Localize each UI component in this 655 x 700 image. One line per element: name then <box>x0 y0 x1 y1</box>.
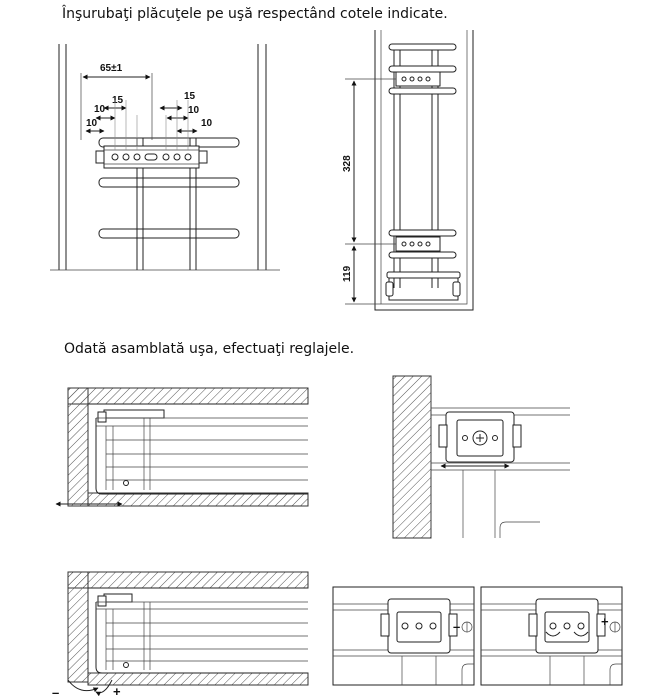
figure-cabinet-heights: 328 119 <box>342 30 474 311</box>
instruction-screw-plates: Înşurubaţi plăcuţele pe uşă respectând c… <box>62 6 448 22</box>
dim-height-119: 119 <box>342 265 353 282</box>
figure-plate-detail <box>392 375 570 539</box>
figure-plate-spacing: 65±1 15 15 10 10 10 10 <box>50 44 280 271</box>
screw-minus-sign: – <box>453 619 460 634</box>
instruction-adjustments: Odată asamblată uşa, efectuaţi reglajele… <box>64 341 355 357</box>
figure-screw-minus: – <box>332 586 475 686</box>
figure-height-adjust: – + <box>52 571 309 700</box>
dim-left-10-lower: 10 <box>86 118 98 129</box>
figure-screw-plus: + <box>480 586 623 686</box>
dim-right-10-upper: 10 <box>188 105 200 116</box>
dim-width-label: 65±1 <box>100 63 123 74</box>
dim-height-328: 328 <box>342 155 353 172</box>
figure-depth-adjust <box>55 387 309 507</box>
dim-left-15: 15 <box>112 95 124 106</box>
height-minus-sign: – <box>52 685 59 700</box>
screw-plus-sign: + <box>601 614 609 629</box>
dim-right-10-lower: 10 <box>201 118 213 129</box>
height-plus-sign: + <box>113 684 121 699</box>
dim-right-15: 15 <box>184 91 196 102</box>
dim-left-10-upper: 10 <box>94 104 106 115</box>
